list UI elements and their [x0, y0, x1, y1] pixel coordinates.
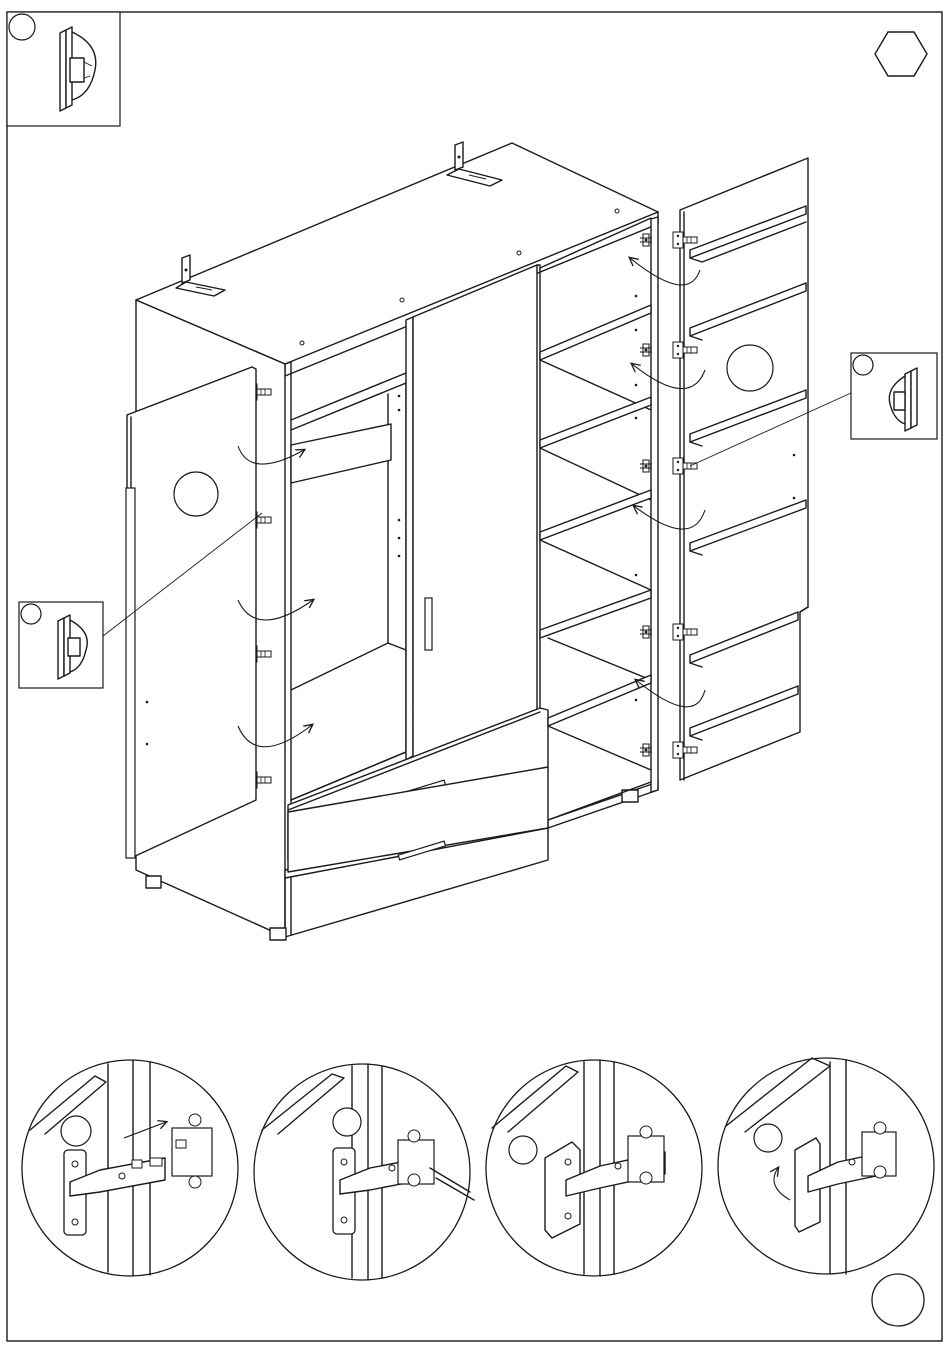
step-number-circle — [333, 1108, 361, 1136]
step-number-circle — [61, 1116, 91, 1146]
step-hexagon — [875, 32, 927, 76]
inset-number-circle — [9, 14, 35, 40]
hinge-step-3 — [486, 1060, 702, 1276]
left-door-handle — [126, 488, 135, 858]
inset-number-circle — [21, 604, 41, 624]
top-left-inset — [7, 12, 120, 126]
left-compartment — [291, 373, 406, 800]
hinge-step-1 — [22, 1060, 238, 1276]
left-door-circle — [174, 472, 218, 516]
right-compartment-shelves — [540, 218, 651, 820]
page-circle — [872, 1274, 924, 1326]
hinge-step-2 — [254, 1064, 474, 1280]
door-handle — [425, 598, 432, 650]
step-number-circle — [509, 1136, 537, 1164]
right-door-circle — [727, 345, 773, 391]
step-number-circle — [754, 1124, 782, 1152]
hinge-step-4 — [718, 1058, 934, 1274]
inset-number-circle — [853, 355, 873, 375]
middle-door — [413, 265, 540, 758]
